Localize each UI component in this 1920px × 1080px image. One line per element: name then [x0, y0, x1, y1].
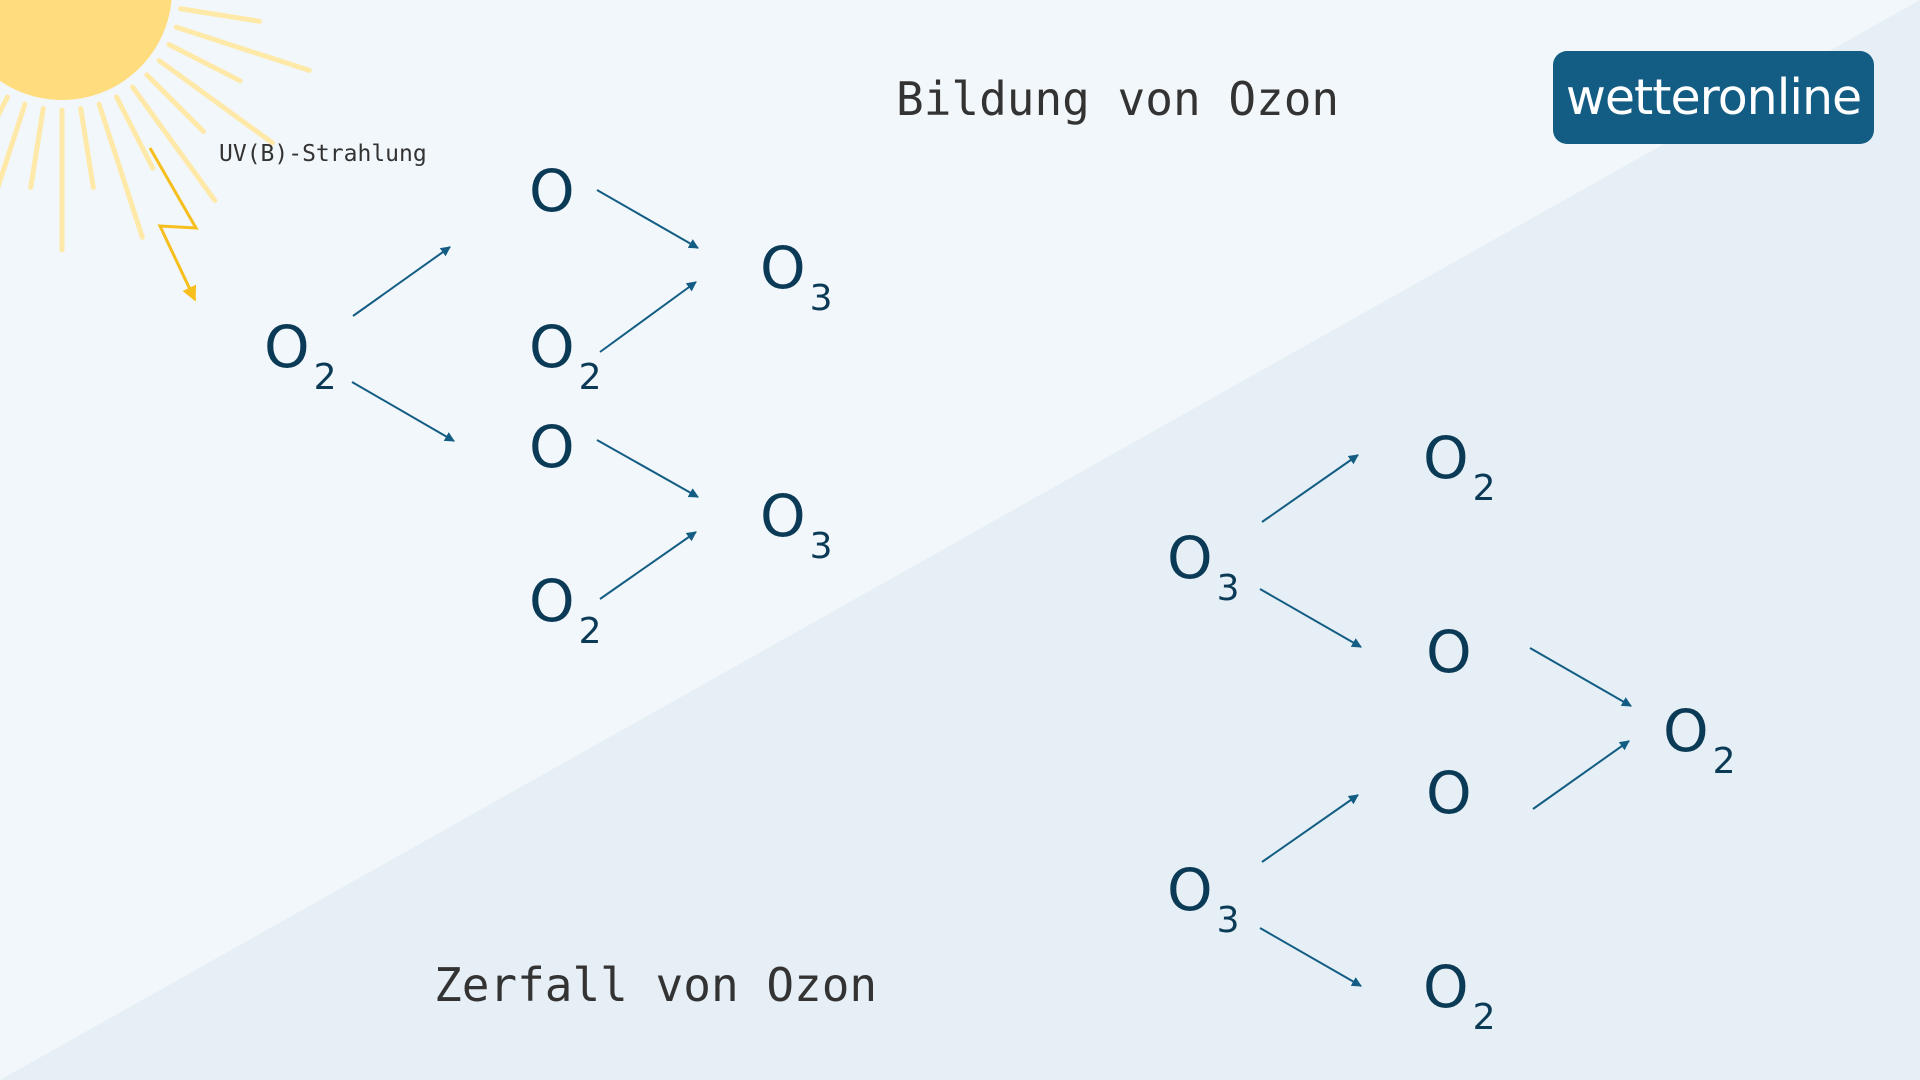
sun-ray	[113, 94, 156, 171]
wetteronline-logo[interactable]: wetteronline	[1553, 51, 1874, 144]
sun-ray	[0, 101, 28, 189]
sun-icon	[0, 0, 312, 253]
uv-label: UV(B)-Strahlung	[219, 141, 427, 167]
sun-ray	[130, 84, 218, 203]
arrow	[1532, 740, 1630, 810]
arrow	[1259, 588, 1362, 648]
sun-ray	[78, 106, 96, 191]
arrow	[596, 189, 699, 249]
logo-text: wetteronline	[1565, 69, 1862, 126]
arrow	[351, 381, 455, 442]
heading-decay: Zerfall von Ozon	[434, 958, 878, 1012]
sun-ray	[96, 101, 145, 240]
arrow	[599, 281, 697, 353]
molecule-o-top: O	[529, 157, 575, 225]
uv-lightning-icon	[148, 147, 199, 302]
sun-ray	[156, 58, 275, 146]
sun-ray	[166, 41, 243, 84]
heading-formation: Bildung von Ozon	[896, 72, 1340, 126]
molecule-o-decay-lower: O	[1426, 759, 1472, 827]
arrow	[1529, 647, 1632, 707]
arrow	[1261, 454, 1359, 523]
sun-ray	[178, 6, 263, 24]
arrow	[352, 246, 451, 317]
sun-ray	[173, 24, 312, 73]
sun-ray	[28, 106, 46, 191]
arrow	[1259, 927, 1362, 987]
sun-ray	[0, 94, 11, 118]
arrow	[596, 439, 699, 498]
sun-ray	[144, 72, 206, 134]
molecule-o-decay-upper: O	[1426, 618, 1472, 686]
arrow	[599, 531, 697, 600]
arrow	[1261, 794, 1359, 863]
molecule-o-mid: O	[529, 413, 575, 481]
